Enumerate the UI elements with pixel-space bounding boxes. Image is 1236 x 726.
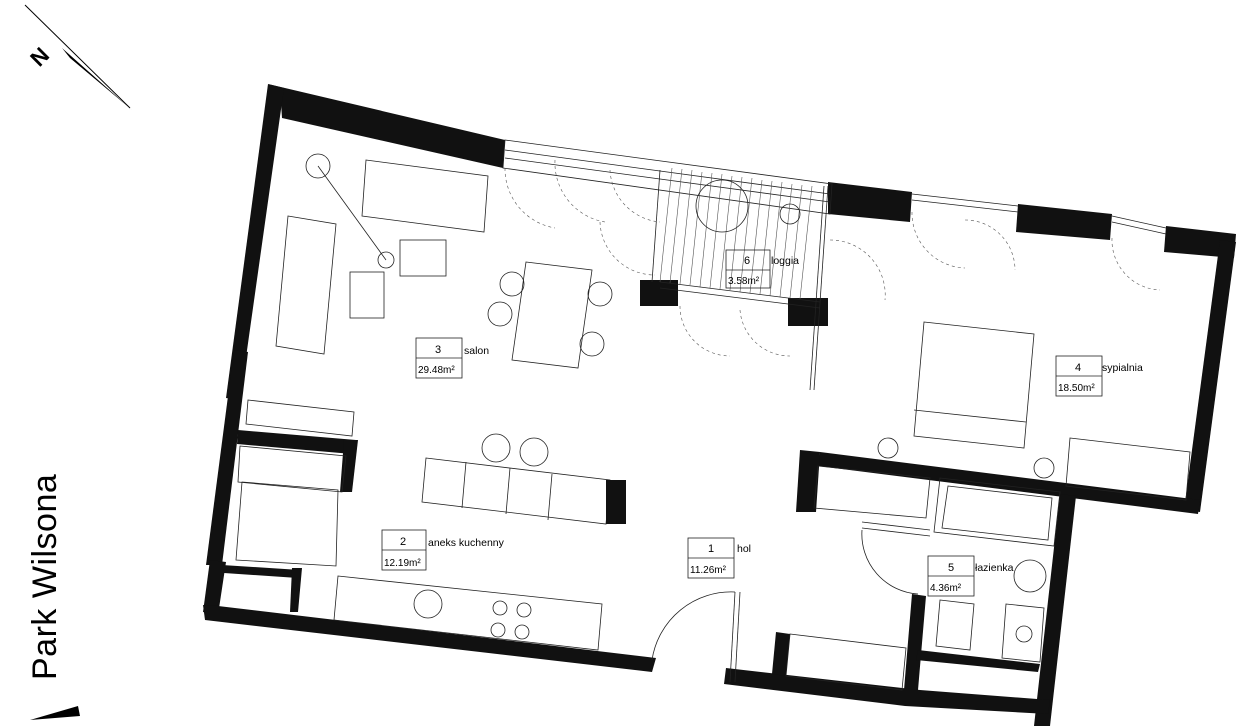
- room-label-aneks-kuchenny: 2 12.19m² aneks kuchenny: [381, 529, 505, 571]
- room-6-area: 3.58m²: [728, 276, 760, 287]
- walls: [203, 84, 1236, 726]
- north-arrow-icon: N: [24, 4, 132, 110]
- room-4-number: 4: [1075, 362, 1081, 374]
- room-1-name: hol: [737, 543, 751, 555]
- room-label-salon: 3 29.48m² salon: [415, 337, 489, 379]
- room-2-area: 12.19m²: [384, 558, 421, 569]
- room-label-hol: 1 11.26m² hol: [687, 537, 751, 579]
- room-5-number: 5: [948, 562, 954, 574]
- site-marker-wedge: [30, 706, 80, 720]
- room-4-name: sypialnia: [1102, 362, 1143, 374]
- room-1-area: 11.26m²: [690, 565, 727, 576]
- room-5-area: 4.36m²: [930, 583, 962, 594]
- room-1-number: 1: [708, 543, 714, 555]
- room-3-name: salon: [464, 345, 489, 357]
- room-2-name: aneks kuchenny: [428, 537, 505, 549]
- room-label-loggia: 6 3.58m² loggia: [725, 249, 799, 289]
- room-6-name: loggia: [771, 255, 799, 267]
- room-6-number: 6: [744, 255, 750, 267]
- north-letter: N: [25, 42, 54, 71]
- room-3-area: 29.48m²: [418, 365, 455, 376]
- furniture: [235, 153, 1191, 691]
- room-label-sypialnia: 4 18.50m² sypialnia: [1055, 355, 1143, 397]
- room-label-lazienka: 5 4.36m² łazienka: [927, 555, 1014, 597]
- site-label: Park Wilsona: [26, 474, 64, 680]
- room-4-area: 18.50m²: [1058, 383, 1095, 394]
- room-2-number: 2: [400, 536, 406, 548]
- room-5-name: łazienka: [975, 562, 1014, 574]
- room-3-number: 3: [435, 344, 441, 356]
- windows-and-doors: [502, 139, 1167, 683]
